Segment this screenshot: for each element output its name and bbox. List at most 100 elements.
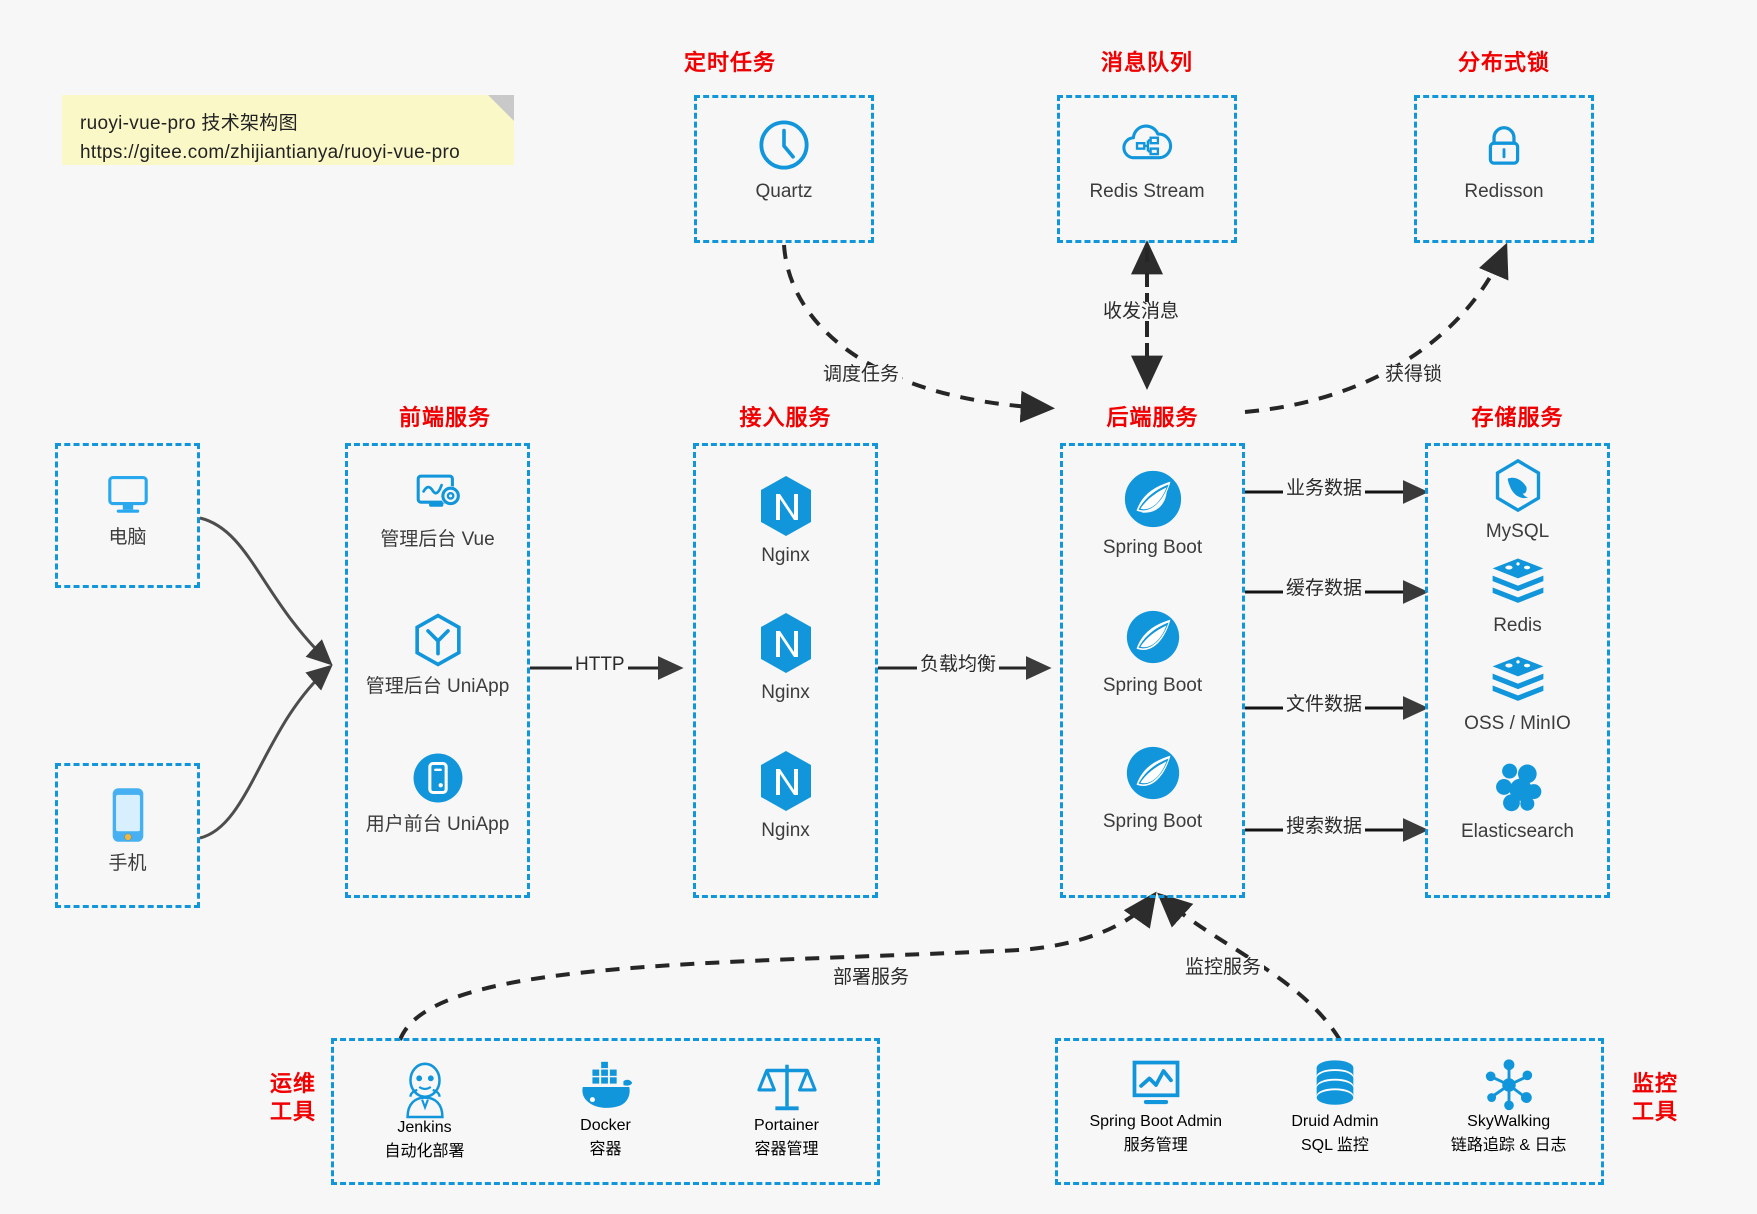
node-redis-stream[interactable]: Redis Stream bbox=[1060, 116, 1234, 204]
node-admin-vue[interactable]: 管理后台 Vue bbox=[348, 468, 527, 552]
node-label: Spring Boot bbox=[1102, 675, 1203, 696]
group-box-lock: Redisson bbox=[1414, 95, 1594, 243]
scales-icon bbox=[756, 1064, 817, 1111]
spring-boot-icon bbox=[1126, 746, 1179, 800]
edge-label-search-data: 搜索数据 bbox=[1283, 817, 1366, 836]
sticky-note: ruoyi-vue-pro 技术架构图 https://gitee.com/zh… bbox=[62, 95, 514, 165]
node-admin-uniapp[interactable]: 管理后台 UniApp bbox=[348, 611, 527, 699]
node-druid-admin[interactable]: Druid Admin SQL 监控 bbox=[1253, 1057, 1416, 1155]
edge-label-monitor: 监控服务 bbox=[1182, 958, 1265, 977]
tool-desc: 自动化部署 bbox=[384, 1143, 465, 1160]
tool-name: SkyWalking bbox=[1467, 1113, 1551, 1130]
group-title-gateway: 接入服务 bbox=[739, 405, 832, 430]
node-label: Spring Boot bbox=[1102, 537, 1203, 558]
cloud-stream-icon bbox=[1122, 124, 1173, 160]
devops-title-line2: 工具 bbox=[269, 1098, 316, 1124]
node-spring-boot-3[interactable]: Spring Boot bbox=[1063, 742, 1242, 834]
mobile-app-circle-icon bbox=[413, 753, 462, 803]
note-title: ruoyi-vue-pro 技术架构图 bbox=[80, 113, 298, 134]
node-label: MySQL bbox=[1485, 521, 1550, 542]
node-redis[interactable]: Redis bbox=[1428, 556, 1607, 638]
tool-desc: SQL 监控 bbox=[1300, 1137, 1369, 1154]
edge-label-biz-data: 业务数据 bbox=[1283, 479, 1366, 498]
tool-desc: 服务管理 bbox=[1123, 1137, 1188, 1154]
mysql-icon bbox=[1495, 458, 1540, 513]
tool-desc: 链路追踪 & 日志 bbox=[1450, 1137, 1567, 1154]
node-quartz[interactable]: Quartz bbox=[697, 116, 871, 204]
note-fold-corner bbox=[488, 95, 514, 121]
tool-name: Portainer bbox=[754, 1117, 819, 1134]
edge-label-deploy: 部署服务 bbox=[830, 968, 913, 987]
node-phone[interactable]: 手机 bbox=[58, 784, 197, 876]
node-label: Quartz bbox=[755, 181, 813, 202]
node-label: Redis bbox=[1493, 615, 1542, 636]
node-portainer[interactable]: Portainer 容器管理 bbox=[697, 1057, 876, 1161]
group-title-storage: 存储服务 bbox=[1471, 405, 1564, 430]
lock-icon bbox=[1488, 126, 1520, 165]
node-user-uniapp[interactable]: 用户前台 UniApp bbox=[348, 749, 527, 837]
node-docker[interactable]: Docker 容器 bbox=[516, 1057, 695, 1161]
client-box-phone: 手机 bbox=[55, 763, 200, 908]
group-title-backend: 后端服务 bbox=[1106, 405, 1199, 430]
edge-label-balance: 负载均衡 bbox=[917, 655, 1000, 674]
node-mysql[interactable]: MySQL bbox=[1428, 458, 1607, 544]
node-skywalking[interactable]: SkyWalking 链路追踪 & 日志 bbox=[1416, 1057, 1601, 1155]
elasticsearch-icon bbox=[1495, 763, 1541, 812]
redis-stack-icon bbox=[1492, 558, 1543, 603]
group-box-monitoring: Spring Boot Admin 服务管理 Druid Admin bbox=[1055, 1038, 1604, 1185]
tool-desc: 容器 bbox=[589, 1141, 622, 1158]
node-label: 用户前台 UniApp bbox=[365, 814, 510, 835]
node-pc[interactable]: 电脑 bbox=[58, 468, 197, 550]
group-box-scheduler: Quartz bbox=[694, 95, 874, 243]
admin-dashboard-icon bbox=[416, 474, 460, 507]
tool-name: Docker bbox=[580, 1117, 631, 1134]
clock-icon bbox=[759, 120, 809, 170]
node-label: Spring Boot bbox=[1102, 811, 1203, 832]
database-icon bbox=[1316, 1060, 1354, 1105]
node-label: Nginx bbox=[761, 682, 810, 703]
node-nginx-2[interactable]: Nginx bbox=[696, 611, 875, 705]
group-title-frontend: 前端服务 bbox=[398, 405, 491, 430]
group-box-frontend: 管理后台 Vue 管理后台 UniApp 用户前台 UniApp bbox=[345, 443, 530, 898]
group-title-scheduler: 定时任务 bbox=[683, 50, 776, 75]
group-box-mq: Redis Stream bbox=[1057, 95, 1237, 243]
monitoring-title-line1: 监控 bbox=[1631, 1071, 1678, 1096]
node-label: 管理后台 UniApp bbox=[365, 676, 510, 697]
docker-icon bbox=[581, 1061, 632, 1108]
node-oss-minio[interactable]: OSS / MinIO bbox=[1428, 654, 1607, 736]
node-label: Redisson bbox=[1464, 181, 1544, 202]
desktop-icon bbox=[107, 475, 148, 513]
nginx-icon bbox=[760, 613, 811, 673]
node-spring-boot-admin[interactable]: Spring Boot Admin 服务管理 bbox=[1058, 1057, 1253, 1155]
edge-label-schedule: 调度任务 bbox=[820, 365, 903, 384]
group-box-devops: Jenkins 自动化部署 Docker 容器 bbox=[331, 1038, 880, 1185]
uniapp-hex-icon bbox=[414, 613, 461, 667]
edge-label-cache-data: 缓存数据 bbox=[1283, 579, 1366, 598]
note-url: https://gitee.com/zhijiantianya/ruoyi-vu… bbox=[80, 142, 460, 164]
group-title-monitoring: 监控 工具 bbox=[1620, 1070, 1690, 1125]
tool-name: Spring Boot Admin bbox=[1089, 1113, 1222, 1130]
node-label: OSS / MinIO bbox=[1464, 713, 1571, 734]
edge-label-message: 收发消息 bbox=[1100, 302, 1183, 321]
node-label: Nginx bbox=[761, 820, 810, 841]
node-redisson[interactable]: Redisson bbox=[1417, 116, 1591, 204]
devops-title-line1: 运维 bbox=[269, 1071, 316, 1096]
group-box-backend: Spring Boot Spring Boot Spring Boot bbox=[1060, 443, 1245, 898]
nginx-icon bbox=[760, 476, 811, 536]
group-title-devops: 运维 工具 bbox=[258, 1070, 328, 1125]
monitor-chart-icon bbox=[1132, 1060, 1180, 1105]
tool-name: Jenkins bbox=[397, 1119, 452, 1136]
tool-desc: 容器管理 bbox=[754, 1141, 819, 1158]
node-jenkins[interactable]: Jenkins 自动化部署 bbox=[335, 1057, 514, 1161]
object-storage-icon bbox=[1492, 656, 1543, 701]
node-nginx-1[interactable]: Nginx bbox=[696, 474, 875, 568]
node-nginx-3[interactable]: Nginx bbox=[696, 749, 875, 843]
edge-label-file-data: 文件数据 bbox=[1283, 695, 1366, 714]
node-spring-boot-2[interactable]: Spring Boot bbox=[1063, 606, 1242, 698]
node-spring-boot-1[interactable]: Spring Boot bbox=[1063, 468, 1242, 560]
spring-boot-icon bbox=[1124, 470, 1181, 528]
skywalking-topology-icon bbox=[1485, 1059, 1532, 1111]
node-elasticsearch[interactable]: Elasticsearch bbox=[1428, 758, 1607, 844]
node-label: Nginx bbox=[761, 545, 810, 566]
node-label: 管理后台 Vue bbox=[380, 529, 495, 550]
